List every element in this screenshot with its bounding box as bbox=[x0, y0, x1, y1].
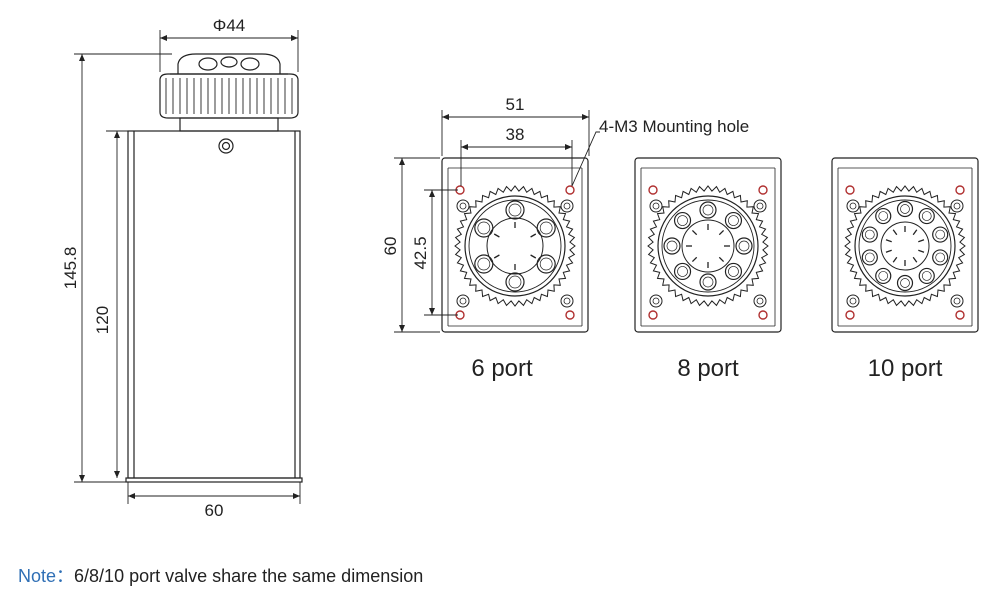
variant-label-8-port: 8 port bbox=[677, 355, 739, 382]
valve-face bbox=[441, 157, 589, 333]
center-hub bbox=[681, 219, 735, 273]
front-view-8-port bbox=[634, 157, 782, 333]
mounting-hole-icon bbox=[648, 310, 658, 320]
note-text: 6/8/10 port valve share the same dimensi… bbox=[74, 566, 424, 586]
port-hole bbox=[536, 254, 556, 274]
port-hole bbox=[699, 201, 717, 219]
note: Note：6/8/10 port valve share the same di… bbox=[18, 562, 423, 588]
knurled-cap bbox=[159, 73, 299, 119]
dim-total-height: 145.8 bbox=[61, 247, 80, 290]
front-dimensions bbox=[394, 110, 600, 333]
port-hole bbox=[896, 200, 914, 218]
port-hole bbox=[536, 218, 556, 238]
front-view-10-port bbox=[831, 157, 979, 333]
port-hole bbox=[505, 272, 525, 292]
port-hole bbox=[724, 262, 743, 281]
mounting-hole-icon bbox=[955, 310, 965, 320]
port-hole bbox=[474, 218, 494, 238]
side-view bbox=[125, 53, 303, 483]
knurl-lines bbox=[165, 78, 293, 114]
mounting-hole-icon bbox=[955, 185, 965, 195]
dim-hole-spacing-y: 42.5 bbox=[411, 236, 430, 269]
side-dimensions bbox=[74, 30, 301, 504]
mounting-hole-icon bbox=[845, 310, 855, 320]
mounting-hole-icon bbox=[845, 185, 855, 195]
port-hole bbox=[699, 273, 717, 291]
port-hole bbox=[918, 207, 935, 225]
mounting-hole-icon bbox=[758, 185, 768, 195]
cap-top bbox=[177, 53, 281, 74]
mounting-hole-label: 4-M3 Mounting hole bbox=[599, 117, 749, 136]
dim-cap-diameter: Φ44 bbox=[213, 16, 245, 35]
side-screw bbox=[218, 138, 234, 154]
front-view-6-port bbox=[441, 157, 589, 333]
port-hole bbox=[932, 226, 949, 243]
port-hole bbox=[724, 211, 743, 230]
dim-body-height: 120 bbox=[93, 306, 112, 334]
knurled-ring bbox=[647, 185, 769, 307]
port-hole bbox=[896, 274, 914, 292]
mounting-hole-icon bbox=[648, 185, 658, 195]
port-hole bbox=[861, 226, 878, 243]
knurled-ring bbox=[844, 185, 966, 307]
variant-label-6-port: 6 port bbox=[471, 355, 533, 382]
center-hub bbox=[486, 217, 544, 275]
valve-body bbox=[127, 130, 301, 479]
dim-outer-width: 51 bbox=[506, 95, 525, 114]
mounting-hole-icon bbox=[758, 310, 768, 320]
dim-body-width: 60 bbox=[205, 501, 224, 520]
port-hole bbox=[474, 254, 494, 274]
port-hole bbox=[673, 211, 692, 230]
front-views bbox=[441, 157, 979, 333]
note-prefix: Note： bbox=[18, 566, 75, 586]
knurled-ring bbox=[454, 185, 576, 307]
port-hole bbox=[875, 207, 892, 225]
mounting-hole-icon bbox=[565, 185, 575, 195]
dim-hole-spacing-x: 38 bbox=[506, 125, 525, 144]
port-hole bbox=[505, 200, 525, 220]
port-hole bbox=[918, 267, 935, 285]
port-hole bbox=[673, 262, 692, 281]
mounting-hole-icon bbox=[565, 310, 575, 320]
port-hole bbox=[875, 267, 892, 285]
center-hub bbox=[880, 221, 930, 271]
port-hole bbox=[861, 249, 878, 266]
valve-face bbox=[831, 157, 979, 333]
valve-face bbox=[634, 157, 782, 333]
valve-base bbox=[125, 477, 303, 483]
port-hole bbox=[932, 249, 949, 266]
variant-label-10-port: 10 port bbox=[868, 355, 943, 382]
dim-height: 60 bbox=[381, 237, 400, 256]
port-hole bbox=[663, 237, 681, 255]
cap-neck bbox=[179, 117, 279, 132]
port-hole bbox=[735, 237, 753, 255]
